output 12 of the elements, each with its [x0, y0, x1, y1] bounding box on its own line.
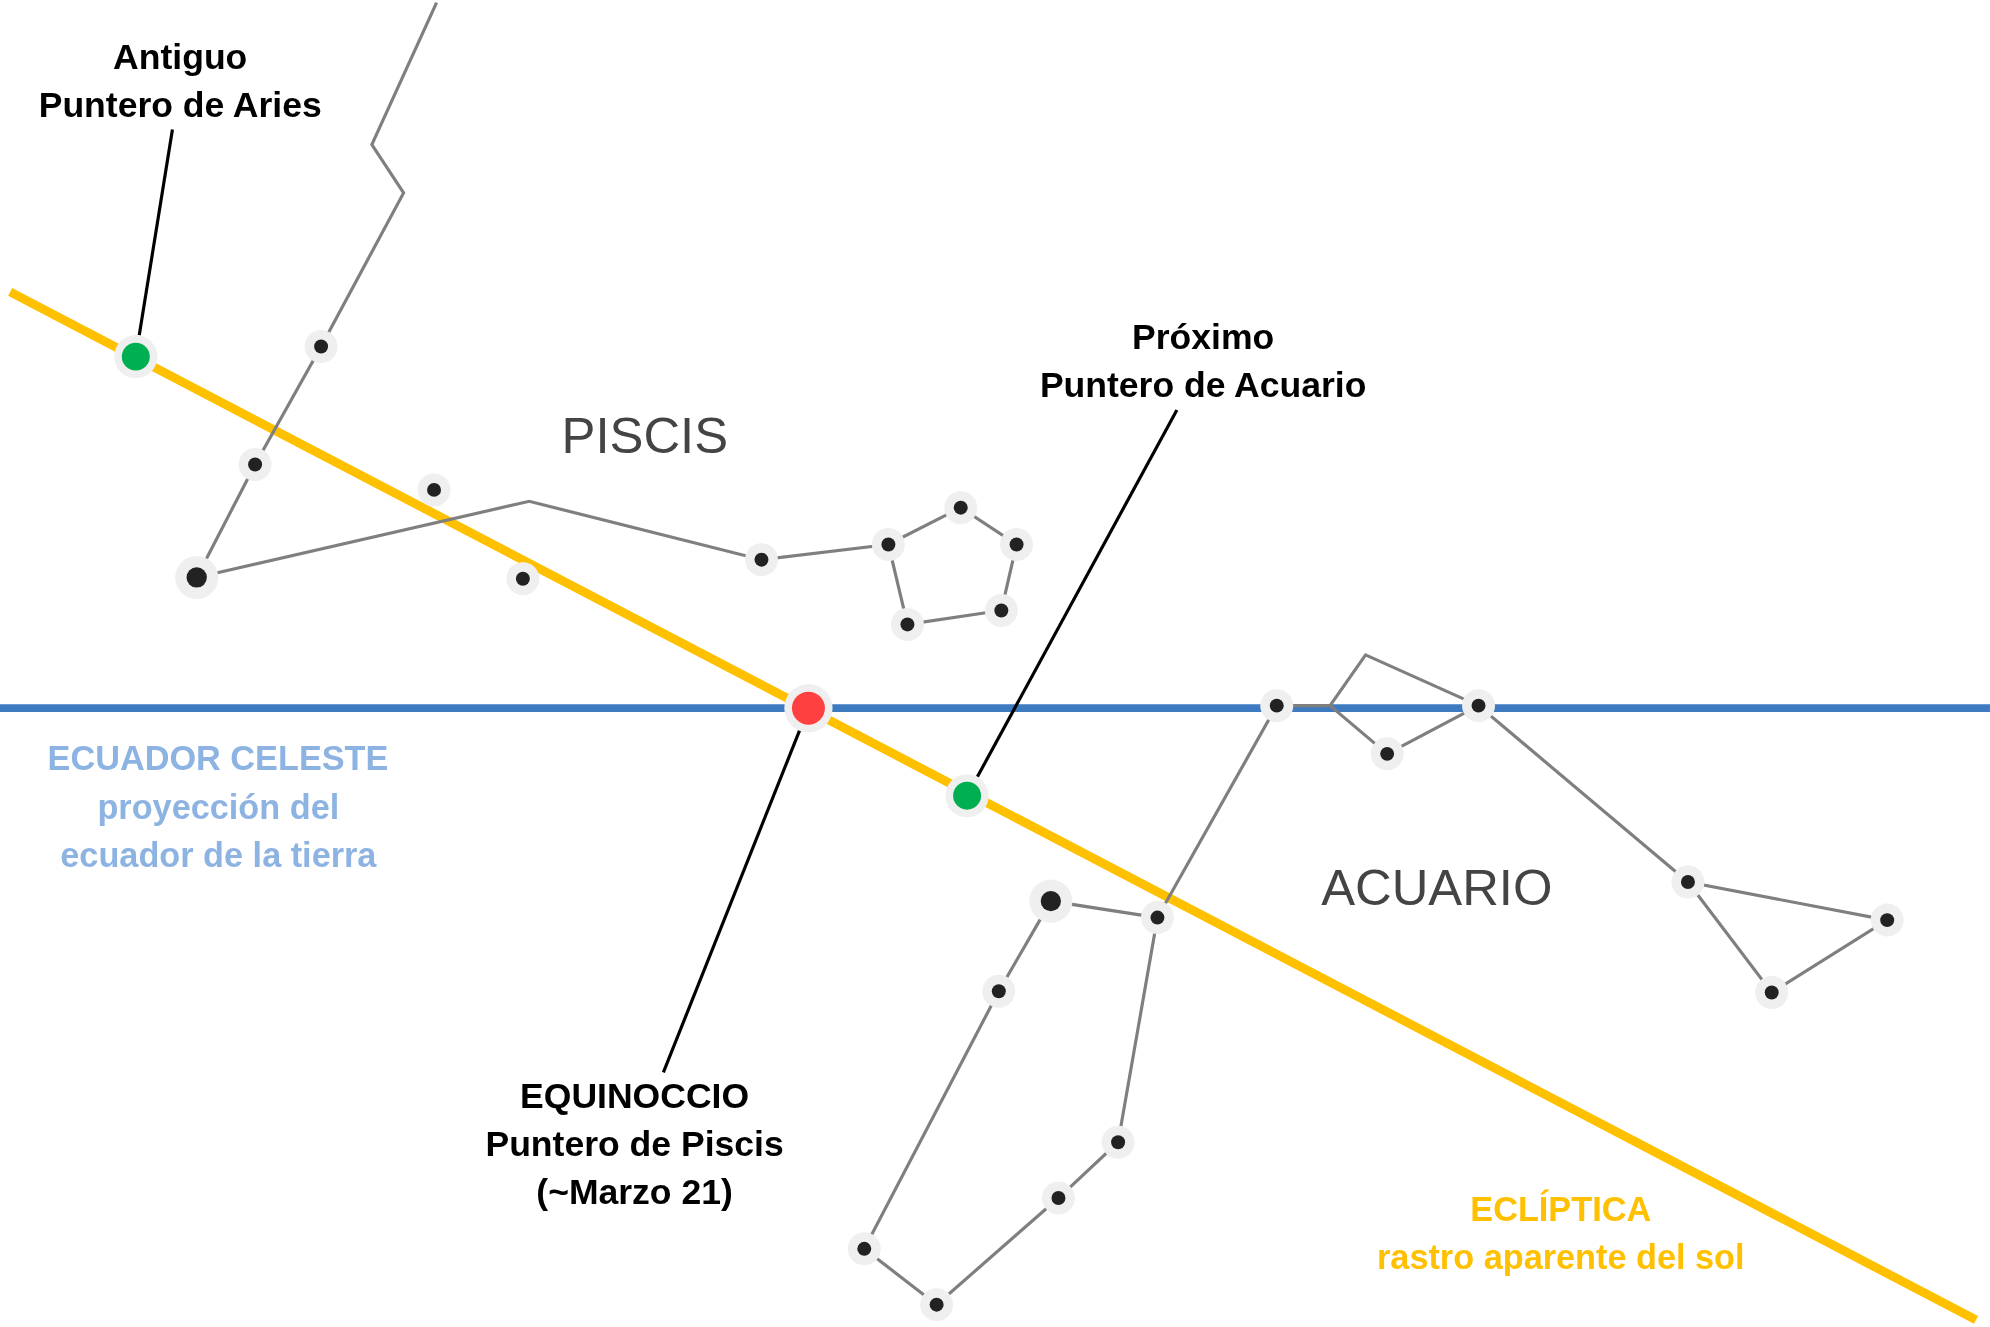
pointer-label: Próximo Puntero de Acuario [1012, 313, 1394, 410]
pointer-label: Antiguo Puntero de Aries [2, 33, 358, 130]
leader-line [137, 129, 174, 336]
leader-line [661, 730, 801, 1073]
constellation-name: ACUARIO [1321, 858, 1553, 917]
ecliptic-label: ECLÍPTICA [1470, 1188, 1652, 1231]
equator-label: ECUADOR CELESTE [47, 738, 389, 780]
constellation-name: PISCIS [561, 406, 729, 465]
equator-description: proyección del ecuador de la tierra [60, 787, 377, 877]
leader-line [976, 409, 1179, 778]
ecliptic-description: rastro aparente del sol [1377, 1237, 1745, 1279]
pointer-label: EQUINOCCIO Puntero de Piscis (~Marzo 21) [431, 1072, 838, 1218]
